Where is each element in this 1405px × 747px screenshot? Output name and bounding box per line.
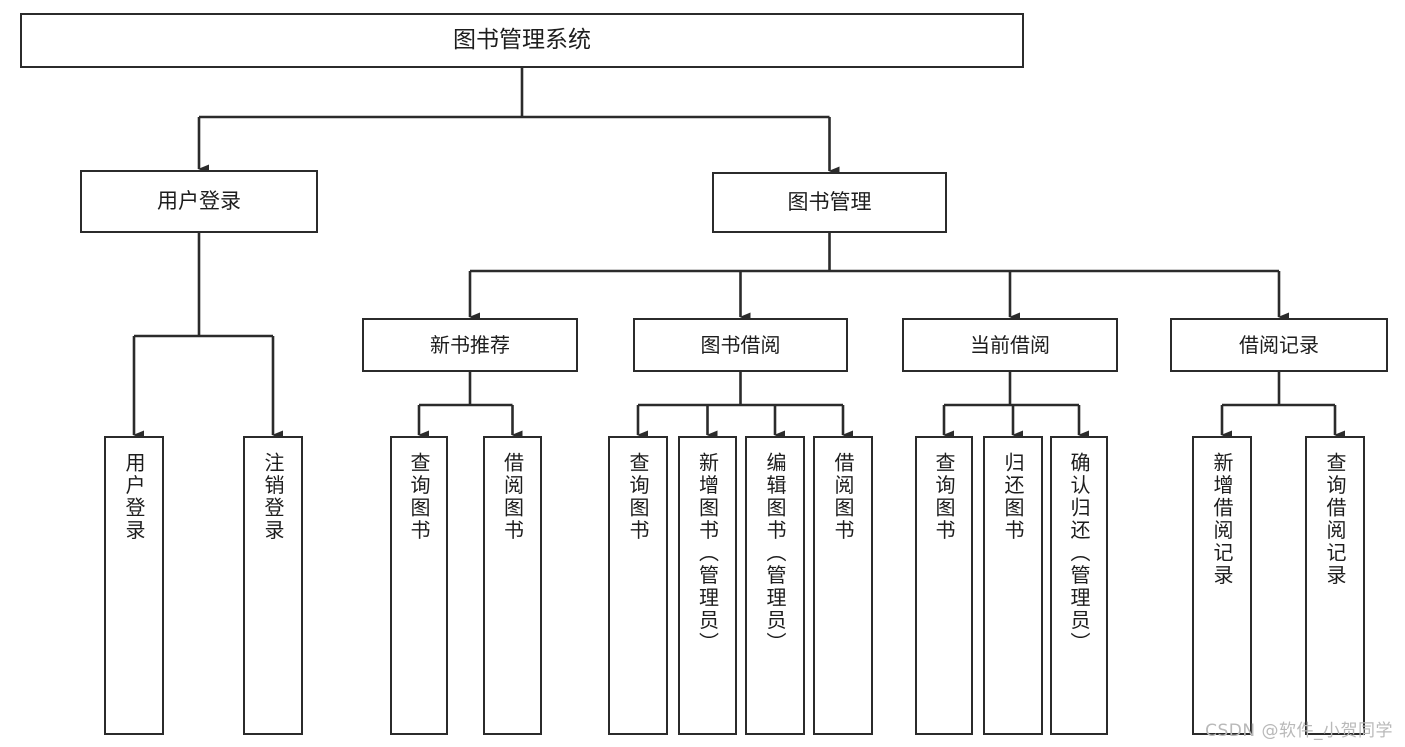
node-current-borrow[interactable]: 当前借阅 <box>902 318 1118 372</box>
node-label: 用户登录 <box>157 188 241 213</box>
node-book-borrow[interactable]: 图书借阅 <box>633 318 848 372</box>
node-leaf-return-book[interactable]: 归还图书 <box>983 436 1043 735</box>
node-leaf-query-book-borrow[interactable]: 查询图书 <box>608 436 668 735</box>
node-leaf-query-borrow-record[interactable]: 查询借阅记录 <box>1305 436 1365 735</box>
node-root[interactable]: 图书管理系统 <box>20 13 1024 68</box>
node-label: 查询图书 <box>626 452 650 542</box>
node-label: 归还图书 <box>1001 452 1025 542</box>
node-label: 图书管理系统 <box>453 26 591 53</box>
node-user-login[interactable]: 用户登录 <box>80 170 318 233</box>
node-label: 查询借阅记录 <box>1323 452 1347 587</box>
node-label: 借阅记录 <box>1239 332 1319 357</box>
node-label: 图书管理 <box>787 189 872 214</box>
node-label: 编辑图书（管理员） <box>763 452 787 655</box>
node-book-management[interactable]: 图书管理 <box>712 172 947 233</box>
node-leaf-logout[interactable]: 注销登录 <box>243 436 303 735</box>
node-leaf-add-book-admin[interactable]: 新增图书（管理员） <box>678 436 737 735</box>
node-label: 借阅图书 <box>831 452 855 542</box>
node-label: 新书推荐 <box>430 332 510 357</box>
node-label: 图书借阅 <box>700 332 781 357</box>
node-leaf-query-book-current[interactable]: 查询图书 <box>915 436 973 735</box>
node-label: 新增图书（管理员） <box>695 452 720 655</box>
node-label: 用户登录 <box>122 452 146 542</box>
node-leaf-confirm-return-admin[interactable]: 确认归还（管理员） <box>1050 436 1108 735</box>
node-leaf-query-book-recommend[interactable]: 查询图书 <box>390 436 448 735</box>
node-leaf-borrow-book-recommend[interactable]: 借阅图书 <box>483 436 542 735</box>
node-label: 借阅图书 <box>500 452 525 542</box>
node-label: 查询图书 <box>932 452 956 542</box>
node-leaf-user-login[interactable]: 用户登录 <box>104 436 164 735</box>
node-leaf-add-borrow-record[interactable]: 新增借阅记录 <box>1192 436 1252 735</box>
node-label: 注销登录 <box>261 452 285 542</box>
node-label: 新增借阅记录 <box>1210 452 1234 587</box>
node-leaf-borrow-book-borrow[interactable]: 借阅图书 <box>813 436 873 735</box>
node-new-book-recommend[interactable]: 新书推荐 <box>362 318 578 372</box>
node-label: 当前借阅 <box>970 332 1050 357</box>
node-leaf-edit-book-admin[interactable]: 编辑图书（管理员） <box>745 436 805 735</box>
node-label: 确认归还（管理员） <box>1067 452 1091 655</box>
node-borrow-record[interactable]: 借阅记录 <box>1170 318 1388 372</box>
node-label: 查询图书 <box>407 452 431 542</box>
